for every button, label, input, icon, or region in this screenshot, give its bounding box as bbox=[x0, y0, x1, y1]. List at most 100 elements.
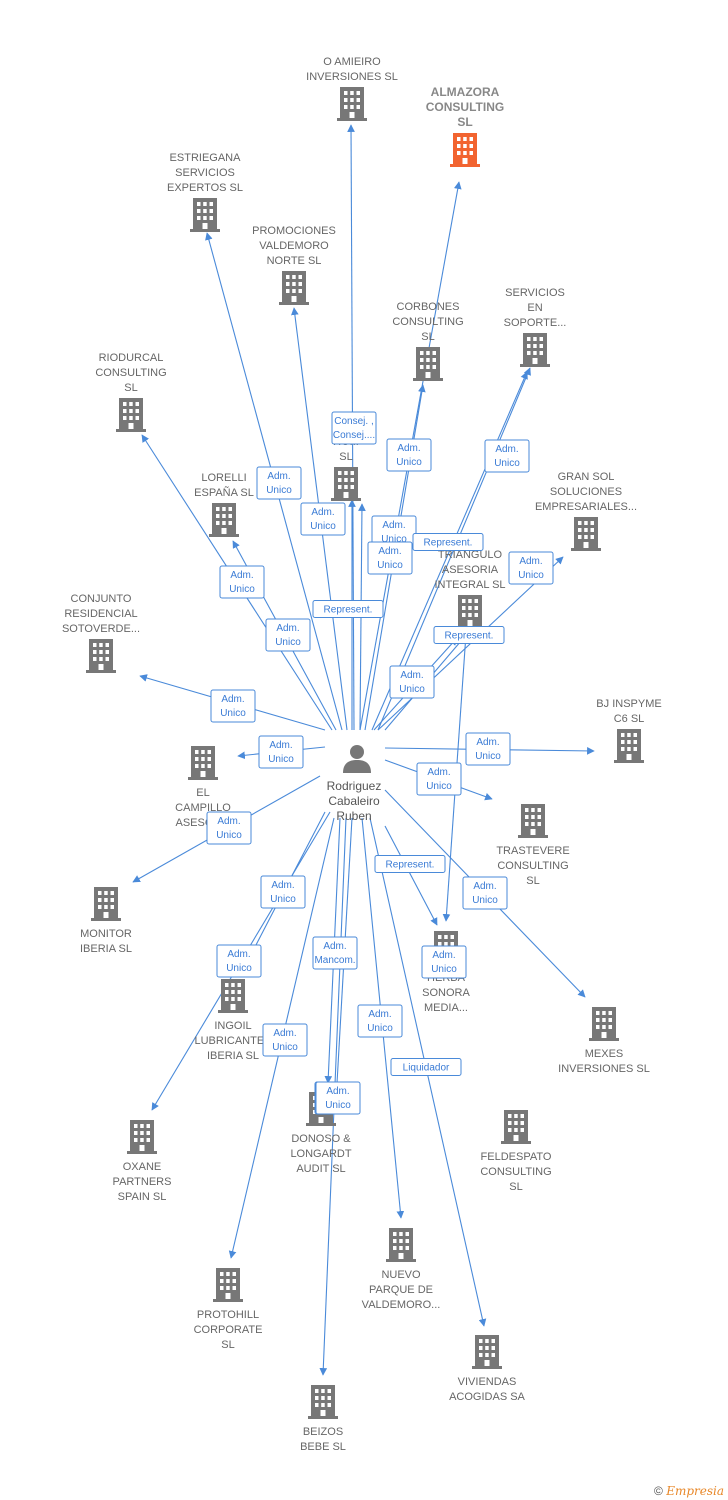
person-node[interactable]: Rodriguez Cabaleiro Ruben bbox=[327, 745, 382, 823]
edge-label-triangulo[interactable]: Adm.Unico bbox=[389, 665, 435, 699]
edge-label-toho[interactable]: Adm.Unico bbox=[367, 541, 413, 575]
brand-logo[interactable]: Empresia bbox=[666, 1484, 724, 1498]
edge-label-estriegana[interactable]: Adm.Unico bbox=[256, 466, 302, 500]
company-label-line: SL bbox=[509, 1181, 522, 1193]
building-icon bbox=[614, 729, 644, 763]
company-node-gransol[interactable]: GRAN SOLSOLUCIONESEMPRESARIALES... bbox=[535, 471, 637, 551]
company-node-conjunto[interactable]: CONJUNTORESIDENCIALSOTOVERDE... bbox=[62, 593, 140, 673]
edge-label-triangulo[interactable]: Represent. bbox=[433, 626, 505, 644]
company-label-line: MEXES bbox=[585, 1048, 624, 1060]
edge-label-text: Represent. bbox=[324, 605, 373, 616]
company-label-line: PROMOCIONES bbox=[252, 225, 336, 237]
building-icon bbox=[518, 804, 548, 838]
edge-label-oxane[interactable]: Adm.Unico bbox=[216, 944, 262, 978]
building-icon bbox=[91, 887, 121, 921]
badges-layer: Represent.Adm.UnicoAdm.UnicoAdm.UnicoAdm… bbox=[206, 411, 554, 1115]
edge-label-box bbox=[262, 1023, 308, 1057]
edge-label-servicios[interactable]: Represent. bbox=[412, 533, 484, 551]
edge-label-box bbox=[374, 855, 446, 873]
company-label-line: INTEGRAL SL bbox=[434, 579, 505, 591]
edge-label-servicios[interactable]: Adm.Unico bbox=[484, 439, 530, 473]
edge-label-conjunto[interactable]: Adm.Unico bbox=[210, 689, 256, 723]
edge-label-riodurcal[interactable]: Adm.Unico bbox=[219, 565, 265, 599]
edge-label-protohill[interactable]: Adm.Unico bbox=[262, 1023, 308, 1057]
edge-label-box bbox=[462, 876, 508, 910]
company-label-line: LONGARDT bbox=[290, 1148, 351, 1160]
edge-label-box bbox=[300, 502, 346, 536]
company-label-line: CONSULTING bbox=[426, 100, 504, 114]
edge-label-text: Adm. bbox=[326, 1086, 349, 1097]
edge-label-box bbox=[390, 1058, 462, 1076]
company-label-line: CORBONES bbox=[397, 301, 460, 313]
company-label-line: TRIANGULO bbox=[438, 549, 503, 561]
copyright-symbol: © bbox=[654, 1484, 663, 1498]
edge-label-text: Unico bbox=[325, 1100, 351, 1111]
company-label-line: FELDESPATO bbox=[481, 1151, 552, 1163]
edge-label-toho[interactable]: Consej. ,Consej.... bbox=[331, 411, 377, 445]
company-label-line: LORELLI bbox=[201, 472, 246, 484]
edge-label-amieiro[interactable]: Represent. bbox=[312, 600, 384, 618]
edge-label-corbones[interactable]: Adm.Unico bbox=[386, 438, 432, 472]
edge-label-herba[interactable]: Represent. bbox=[374, 855, 446, 873]
edge-label-text: Adm. bbox=[519, 556, 542, 567]
edge-label-nuevo[interactable]: Adm.Unico bbox=[357, 1004, 403, 1038]
edge-label-beizos[interactable]: Adm. Unico bbox=[315, 1081, 361, 1115]
edge-label-monitor[interactable]: Adm.Unico bbox=[206, 811, 252, 845]
edge-label-box bbox=[508, 551, 554, 585]
company-label-line: GRAN SOL bbox=[558, 471, 615, 483]
edge-label-bjinspyme[interactable]: Adm.Unico bbox=[465, 732, 511, 766]
company-node-servicios[interactable]: SERVICIOSENSOPORTE... bbox=[504, 287, 567, 367]
company-label-line: BEIZOS bbox=[303, 1426, 343, 1438]
company-label-line: SOPORTE... bbox=[504, 317, 567, 329]
edge-label-donoso[interactable]: Adm.Mancom. bbox=[312, 936, 358, 970]
edge-label-text: Mancom. bbox=[314, 955, 355, 966]
edge-label-mexes[interactable]: Adm.Unico bbox=[462, 876, 508, 910]
person-name-line-2: Cabaleiro bbox=[328, 794, 380, 808]
edge-label-ingoil[interactable]: Adm. Unico bbox=[260, 875, 306, 909]
edge-label-almazora[interactable]: Adm.Unico bbox=[371, 515, 417, 549]
edge-label-viviendas[interactable]: Liquidador bbox=[390, 1058, 462, 1076]
edge-label-text: Adm. bbox=[271, 880, 294, 891]
edge-label-text: Consej.... bbox=[333, 430, 375, 441]
building-icon bbox=[116, 398, 146, 432]
company-label-line: AUDIT SL bbox=[296, 1163, 345, 1175]
edge-label-text: Adm. bbox=[476, 737, 499, 748]
edge-label-text: Unico bbox=[270, 894, 296, 905]
edge-label-text: Unico bbox=[216, 830, 242, 841]
edge-label-text: Unico bbox=[426, 781, 452, 792]
edge-label-promociones[interactable]: Adm.Unico bbox=[300, 502, 346, 536]
edge-label-campillo[interactable]: Adm.Unico bbox=[258, 735, 304, 769]
edge-label-herba[interactable]: Adm.Unico bbox=[421, 945, 467, 979]
edge-label-gransol[interactable]: Adm. Unico bbox=[508, 551, 554, 585]
edge-label-box bbox=[206, 811, 252, 845]
company-label-line: CONJUNTO bbox=[71, 593, 132, 605]
edge-label-text: Unico bbox=[518, 570, 544, 581]
edge-label-lorelli[interactable]: Adm.Unico bbox=[265, 618, 311, 652]
edge-label-text: Adm. bbox=[378, 546, 401, 557]
edge-label-trastevere[interactable]: Adm.Unico bbox=[416, 762, 462, 796]
company-label-line: PROTOHILL bbox=[197, 1309, 259, 1321]
company-label-line: CORPORATE bbox=[194, 1324, 263, 1336]
company-label-line: EMPRESARIALES... bbox=[535, 501, 637, 513]
company-label-line: SERVICIOS bbox=[505, 287, 565, 299]
